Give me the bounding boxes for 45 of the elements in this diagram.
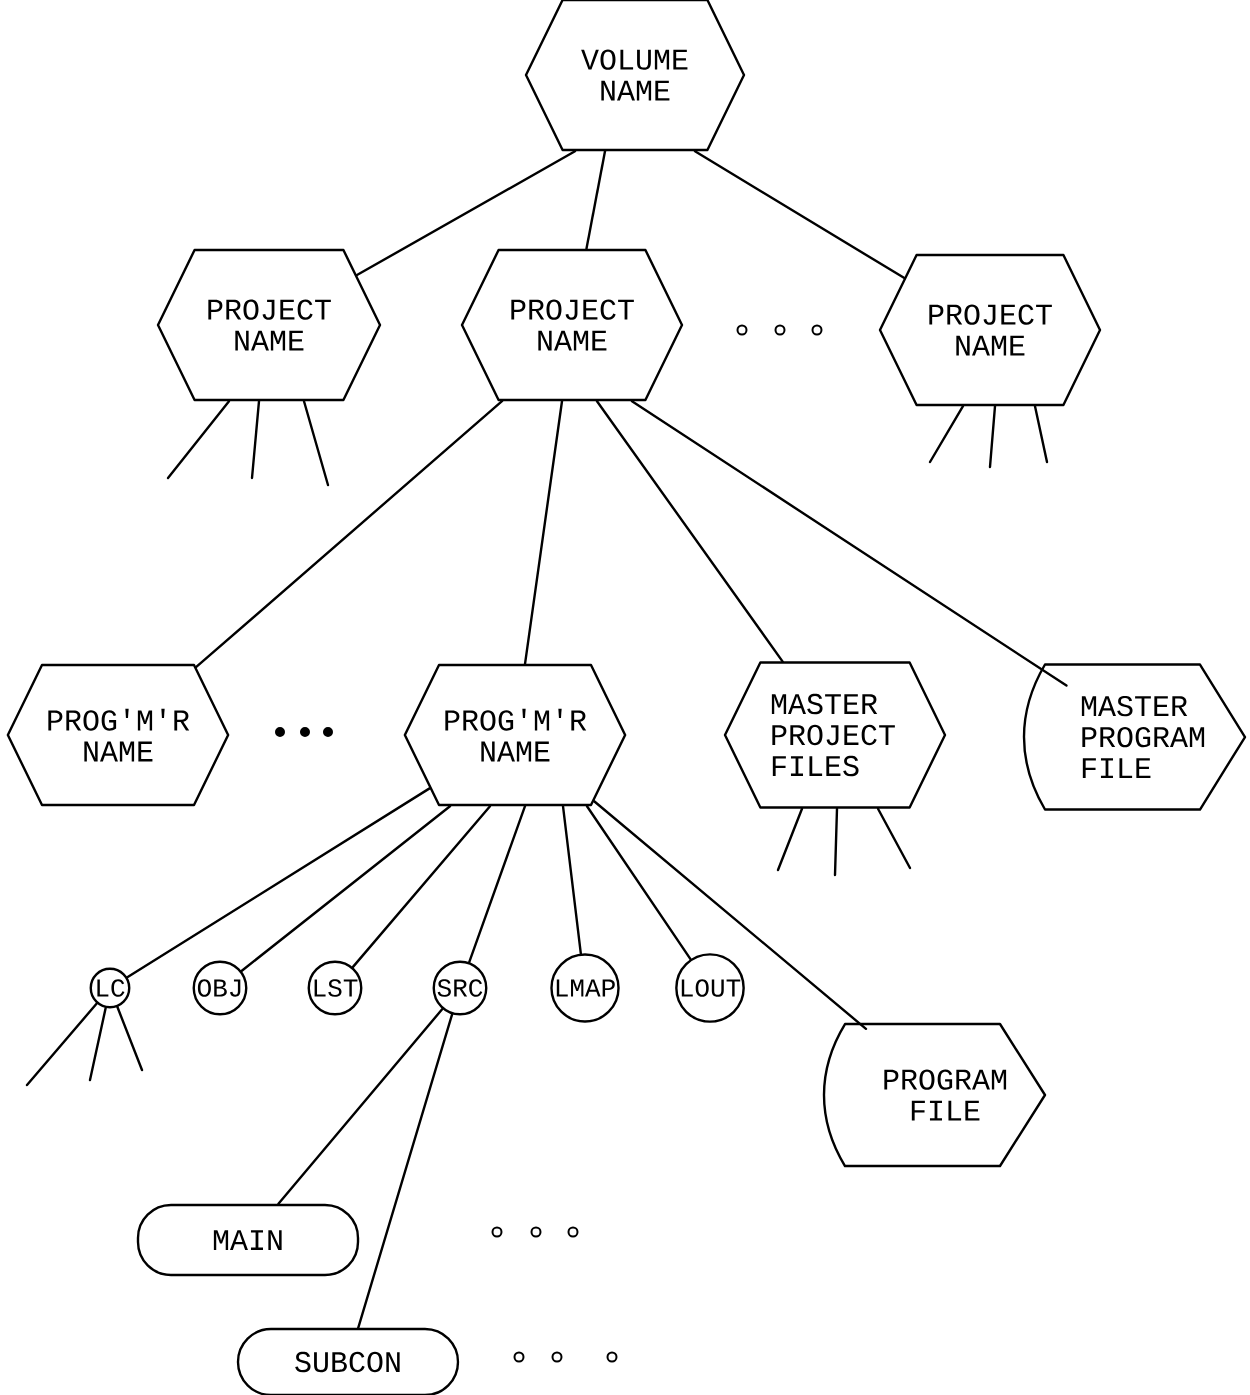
- connector-line: [776, 807, 804, 872]
- connector-line: [523, 400, 564, 665]
- connector-line: [928, 405, 965, 464]
- connector-line: [126, 787, 431, 979]
- connector-line: [595, 400, 784, 663]
- circle-node: OBJ: [192, 960, 248, 1016]
- connector-line: [693, 150, 906, 280]
- connector-line: [561, 805, 583, 955]
- hexagon-node: PROJECT NAME: [156, 248, 382, 402]
- connector-line: [585, 150, 607, 250]
- rounded-box: SUBCON: [236, 1327, 460, 1395]
- connector-line: [195, 400, 504, 669]
- connector-line: [468, 805, 527, 964]
- connector-line: [876, 807, 912, 870]
- hexagon-node: PROG'M'R NAME: [403, 663, 627, 807]
- connector-line: [351, 805, 492, 969]
- circle-node: LST: [307, 960, 363, 1016]
- hexagon-node: VOLUME NAME: [524, 0, 746, 152]
- connector-line: [277, 1007, 444, 1205]
- connector-line: [88, 1006, 107, 1082]
- hexagon-node: PROG'M'R NAME: [6, 663, 230, 807]
- connector-line: [630, 400, 1068, 687]
- hexagon-node: PROJECT NAME: [878, 253, 1102, 407]
- circle-node: SRC: [432, 960, 488, 1016]
- connector-line: [250, 400, 261, 480]
- connector-line: [302, 400, 330, 487]
- circle-node: LOUT: [675, 953, 745, 1023]
- hexagon-node: PROJECT NAME: [460, 248, 684, 402]
- circle-node: LC: [89, 967, 131, 1009]
- connector-line: [592, 800, 868, 1031]
- connector-line: [25, 1002, 98, 1087]
- connector-line: [166, 400, 231, 480]
- rounded-box: MAIN: [136, 1203, 360, 1277]
- connector-line: [1033, 405, 1049, 464]
- connector-line: [240, 805, 452, 973]
- hexagon-node: MASTER PROJECT FILES: [723, 661, 947, 809]
- connector-line: [116, 1005, 144, 1072]
- file-node: PROGRAM FILE: [822, 1022, 1047, 1168]
- connector-line: [585, 805, 692, 961]
- file-node: MASTER PROGRAM FILE: [1022, 663, 1247, 811]
- connector-line: [833, 807, 839, 877]
- connector-line: [988, 405, 997, 469]
- circle-node: LMAP: [550, 953, 620, 1023]
- connector-line: [355, 150, 577, 277]
- connector-line: [357, 1013, 454, 1329]
